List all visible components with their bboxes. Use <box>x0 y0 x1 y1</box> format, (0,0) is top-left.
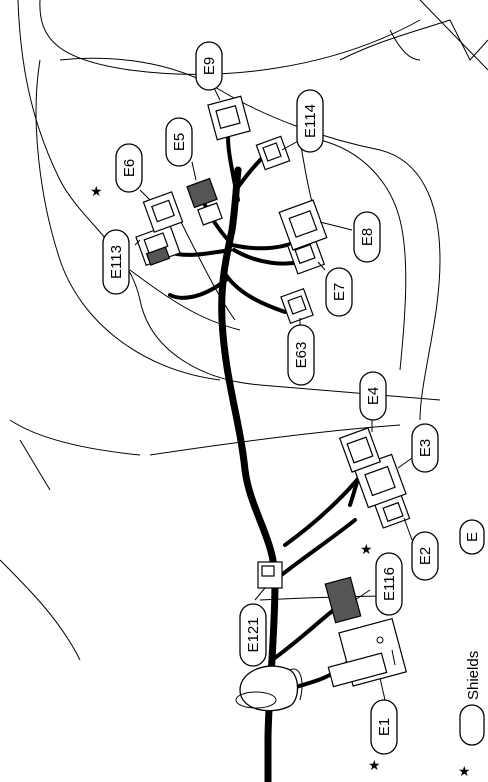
label-e3-text: E3 <box>417 439 434 457</box>
legend-text: Shields <box>465 651 482 700</box>
label-e1: E1 <box>370 699 398 755</box>
label-e5-text: E5 <box>171 133 188 151</box>
label-e116: E116 <box>375 552 403 616</box>
label-e7-text: E7 <box>331 283 348 301</box>
main-harness-trunk <box>218 166 279 782</box>
connector-e116 <box>324 576 362 624</box>
label-e121-text: E121 <box>245 617 262 652</box>
label-e2: E2 <box>411 531 439 581</box>
connector-e63 <box>280 287 314 325</box>
label-e63: E63 <box>287 324 315 386</box>
legend: ★ Shields E <box>458 519 485 780</box>
label-e113-text: E113 <box>108 245 125 279</box>
connector-e113 <box>135 223 181 267</box>
connector-e114 <box>255 135 291 171</box>
body-outline <box>0 0 488 661</box>
ground-dome <box>235 665 303 712</box>
label-e1-text: E1 <box>376 718 393 736</box>
label-e5: E5 <box>165 117 193 167</box>
connector-e9 <box>207 95 251 141</box>
label-e4: E4 <box>359 371 387 421</box>
connector-e6 <box>142 191 184 233</box>
label-e3: E3 <box>411 423 439 473</box>
label-e9-text: E9 <box>201 57 218 75</box>
connector-e1 <box>327 617 408 688</box>
label-e7: E7 <box>325 267 353 317</box>
connector-e8 <box>278 199 328 251</box>
label-e2-text: E2 <box>417 547 434 565</box>
label-e8: E8 <box>353 211 381 263</box>
star-e6: ★ <box>90 184 103 200</box>
legend-star: ★ <box>458 764 471 780</box>
label-e114-text: E114 <box>302 104 319 138</box>
connector-e3 <box>353 453 407 509</box>
connector-e4 <box>338 427 382 473</box>
label-e9: E9 <box>195 41 223 91</box>
label-e116-text: E116 <box>381 567 398 601</box>
star-e1: ★ <box>368 758 381 774</box>
connector-e5 <box>186 177 223 226</box>
connector-e121 <box>257 561 283 589</box>
star-e2: ★ <box>360 542 373 558</box>
legend-box-label: E <box>464 532 481 542</box>
label-e6: E6 <box>115 143 143 193</box>
label-e121: E121 <box>239 603 267 667</box>
label-e6-text: E6 <box>121 159 138 177</box>
label-e63-text: E63 <box>293 342 310 369</box>
label-e8-text: E8 <box>359 228 376 246</box>
label-e114: E114 <box>296 89 324 153</box>
label-e113: E113 <box>102 229 130 295</box>
label-e4-text: E4 <box>365 387 382 405</box>
